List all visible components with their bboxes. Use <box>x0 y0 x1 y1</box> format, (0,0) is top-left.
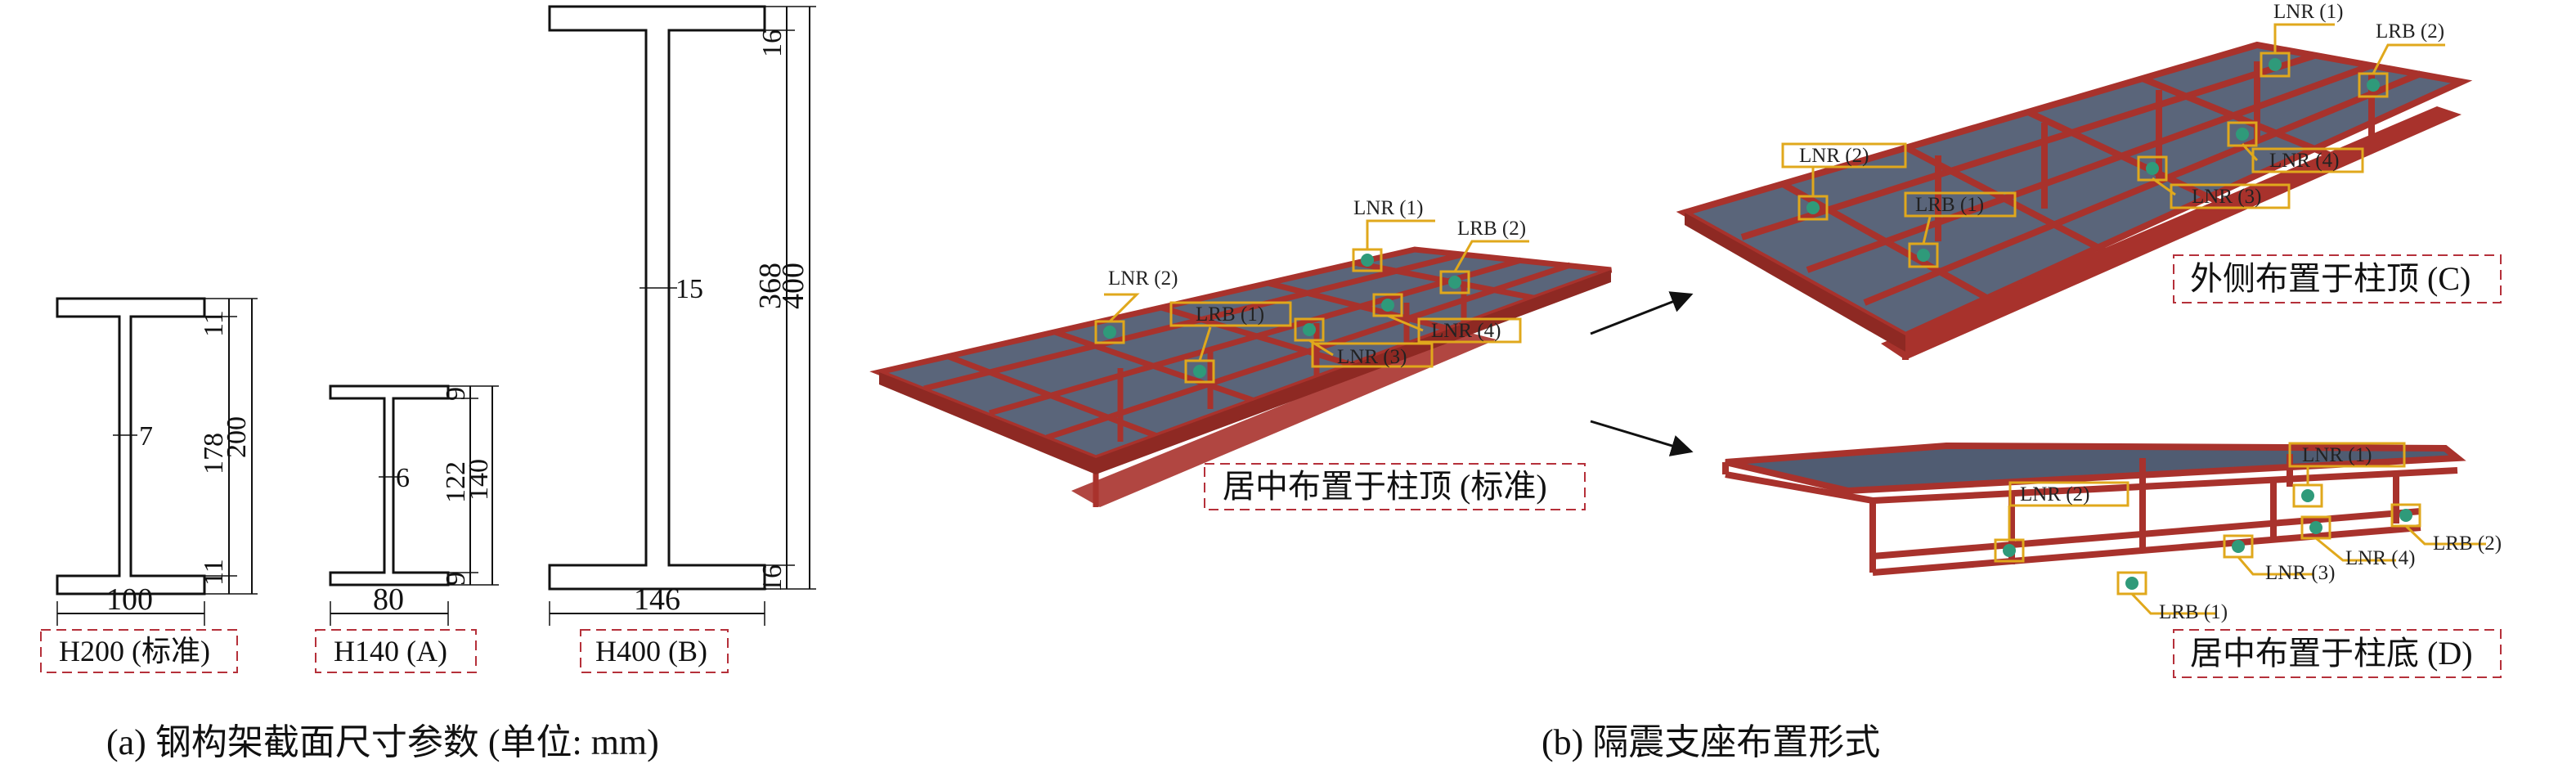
std-tag-lrb1: LRB (1) <box>1196 303 1264 326</box>
model-standard <box>869 246 1613 507</box>
d-tag-lnr3: LNR (3) <box>2265 562 2335 584</box>
h400-flange-bot: 16 <box>757 564 788 592</box>
c-tag-lrb1: LRB (1) <box>1915 194 1984 216</box>
section-h200 <box>56 297 258 626</box>
h400-profile <box>548 5 766 591</box>
h140-web-h: 122 <box>441 461 471 503</box>
arrow-to-D <box>1590 420 1694 456</box>
std-tag-lnr2: LNR (2) <box>1108 267 1178 290</box>
h140-label-box <box>315 629 477 673</box>
h200-web-h: 178 <box>199 433 229 474</box>
std-tag-lnr3: LNR (3) <box>1337 346 1407 368</box>
d-tag-lnr2: LNR (2) <box>2020 483 2089 506</box>
std-tag-lrb2: LRB (2) <box>1457 218 1526 240</box>
section-h400 <box>548 5 816 626</box>
d-tag-lnr4: LNR (4) <box>2345 547 2415 569</box>
h140-label: H140 (A) <box>334 635 447 667</box>
h200-flange-top: 11 <box>199 310 229 337</box>
h200-web-t: 7 <box>139 421 153 452</box>
std-tag-lnr1: LNR (1) <box>1353 197 1423 219</box>
c-label-box <box>2173 254 2502 303</box>
h140-flange-bot: 9 <box>441 572 471 586</box>
c-tag-lnr1: LNR (1) <box>2273 1 2343 23</box>
c-tag-lnr2: LNR (2) <box>1799 145 1869 167</box>
h140-web-t: 6 <box>396 463 410 493</box>
h200-depth: 200 <box>222 416 252 458</box>
arrow-to-C <box>1590 291 1694 335</box>
d-label: 居中布置于柱底 (D) <box>2190 635 2473 672</box>
tags-C: LNR (1) LRB (2) LNR (2) LRB (1) LNR (3) … <box>1781 1 2445 268</box>
std-tag-lnr4: LNR (4) <box>1431 320 1501 342</box>
h200-profile <box>56 297 206 595</box>
d-tag-lrb1: LRB (1) <box>2159 601 2228 623</box>
h200-flange-bot: 11 <box>199 559 229 586</box>
c-tag-lrb2: LRB (2) <box>2376 20 2444 43</box>
h400-web-t: 15 <box>675 274 703 304</box>
h400-label-box <box>580 629 729 673</box>
std-label-box <box>1204 463 1586 510</box>
h400-label: H400 (B) <box>595 635 707 667</box>
c-tag-lnr4: LNR (4) <box>2269 150 2339 172</box>
h200-label: H200 (标准) <box>59 635 210 667</box>
model-C <box>1676 41 2473 360</box>
h400-web-h: 368 <box>753 263 788 309</box>
std-label: 居中布置于柱顶 (标准) <box>1223 468 1547 505</box>
d-tag-lnr1: LNR (1) <box>2302 444 2372 466</box>
h400-flange-top: 16 <box>757 29 788 57</box>
c-label: 外侧布置于柱顶 (C) <box>2190 260 2471 297</box>
d-label-box <box>2173 629 2502 678</box>
caption-left: (a) 钢构架截面尺寸参数 (单位: mm) <box>106 722 659 762</box>
h200-width: 100 <box>106 582 153 617</box>
h140-profile <box>329 384 450 586</box>
caption-right: (b) 隔震支座布置形式 <box>1542 722 1880 762</box>
tags-D: LNR (1) LNR (2) LNR (3) LNR (4) LRB (2) … <box>1994 442 2502 623</box>
h200-label-box <box>40 629 238 673</box>
d-tag-lrb2: LRB (2) <box>2433 533 2502 555</box>
h140-depth: 140 <box>464 459 494 501</box>
c-tag-lnr3: LNR (3) <box>2192 186 2261 208</box>
h140-flange-top: 9 <box>441 387 471 401</box>
tags-standard: LNR (1) LRB (2) LNR (2) LRB (1) LNR (3) … <box>1094 197 1529 384</box>
h400-depth: 400 <box>776 263 810 309</box>
h140-width: 80 <box>373 582 404 617</box>
section-h140 <box>329 384 499 626</box>
h400-width: 146 <box>634 582 680 617</box>
